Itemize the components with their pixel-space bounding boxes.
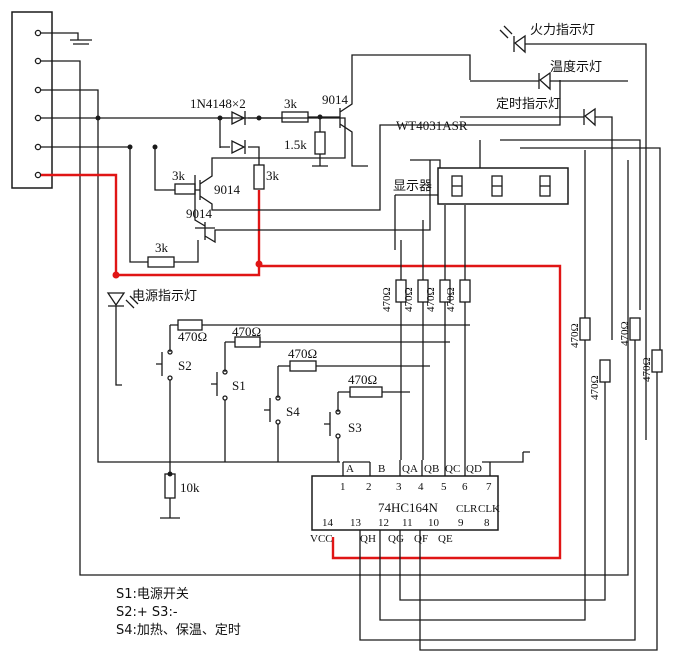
resistor-3k-mid [174, 183, 196, 195]
pin-qe: QE [438, 533, 453, 545]
pin-qd: QD [466, 463, 482, 475]
label-display: 显示器 [393, 179, 432, 194]
label-r3k-c: 3k [172, 168, 186, 183]
label-clr: CLR [456, 503, 478, 515]
r470-s1 [234, 336, 261, 348]
svg-text:6: 6 [462, 481, 468, 493]
wire-pin2 [41, 60, 629, 576]
label-s1: S1 [232, 378, 246, 393]
wire-pin4 [41, 117, 346, 138]
label-r470-v1: 470Ω [381, 287, 393, 312]
side-resistors [359, 150, 663, 651]
resistor-3k-b [253, 164, 265, 190]
resistor-1k5 [314, 131, 326, 155]
svg-text:2: 2 [366, 481, 372, 493]
fire-indicator-led [499, 25, 647, 440]
wire-pin5 [41, 146, 148, 263]
pin-qf: QF [414, 533, 428, 545]
legend-line-3: S4:加热、保温、定时 [116, 623, 241, 638]
label-transistor-top: 9014 [322, 92, 349, 107]
svg-text:8: 8 [484, 517, 490, 529]
svg-text:5: 5 [441, 481, 447, 493]
label-s3: S3 [348, 420, 362, 435]
r470-s3 [349, 386, 383, 398]
label-r470-v5: 470Ω [569, 323, 581, 348]
pin-vcc: VCC [310, 533, 333, 545]
switch-s4 [264, 395, 281, 425]
label-timer-light: 定时指示灯 [496, 97, 561, 112]
power-led [106, 292, 139, 386]
svg-text:7: 7 [486, 481, 492, 493]
svg-text:11: 11 [402, 517, 413, 529]
resistor-3k-a [281, 111, 309, 123]
switch-s1 [211, 369, 228, 401]
switch-s2 [156, 349, 173, 381]
label-display-model: WT4031ASR [396, 118, 468, 133]
label-power-light: 电源指示灯 [132, 289, 197, 304]
label-r470-d: 470Ω [348, 372, 377, 387]
pin-a: A [346, 463, 354, 475]
label-r3k-a: 3k [284, 96, 298, 111]
pin-qg: QG [388, 533, 404, 545]
label-transistor-mid: 9014 [214, 182, 241, 197]
wire-pin3 [41, 89, 340, 463]
timer-indicator-led [460, 107, 613, 340]
label-transistor-low: 9014 [186, 206, 213, 221]
connector-pins [34, 29, 42, 179]
label-r470-b: 470Ω [232, 324, 261, 339]
label-fire-light: 火力指示灯 [530, 23, 595, 38]
svg-text:9: 9 [458, 517, 464, 529]
svg-text:1: 1 [340, 481, 346, 493]
pin-b: B [378, 463, 385, 475]
label-clk: CLK [478, 503, 500, 515]
svg-text:3: 3 [396, 481, 402, 493]
r470-s2 [177, 319, 203, 331]
transistor-mid [199, 80, 561, 211]
legend-line-2: S2:+ S3:- [116, 605, 178, 620]
label-r470-v2: 470Ω [403, 287, 415, 312]
label-r10k: 10k [180, 480, 200, 495]
label-s2: S2 [178, 358, 192, 373]
ground-top [41, 32, 92, 45]
transistor-top [339, 54, 471, 167]
label-r470-v7: 470Ω [619, 321, 631, 346]
label-r470-v8: 470Ω [641, 357, 653, 382]
svg-text:10: 10 [428, 517, 440, 529]
pin-qh: QH [360, 533, 376, 545]
label-r470-v4: 470Ω [445, 287, 457, 312]
label-r470-v6: 470Ω [589, 375, 601, 400]
diode-branch [219, 117, 282, 148]
junction-dots [95, 114, 323, 477]
transistor-low [194, 160, 431, 244]
pin-qc: QC [445, 463, 460, 475]
svg-text:12: 12 [378, 517, 389, 529]
label-r470-c: 470Ω [288, 346, 317, 361]
ic-74hc164 [311, 475, 499, 531]
resistor-3k-d [147, 256, 175, 268]
label-s4: S4 [286, 404, 300, 419]
seven-seg-digits [451, 175, 551, 197]
svg-text:14: 14 [322, 517, 334, 529]
label-temp-light: 温度示灯 [550, 59, 602, 75]
label-r3k-d: 3k [155, 240, 169, 255]
resistor-10k [164, 473, 176, 499]
svg-text:4: 4 [418, 481, 424, 493]
svg-text:13: 13 [350, 517, 362, 529]
temp-indicator-led [470, 71, 628, 91]
switch-s3 [324, 409, 341, 439]
r470-s4 [289, 360, 317, 372]
label-chip: 74HC164N [378, 500, 439, 515]
label-diodes: 1N4148×2 [190, 96, 246, 111]
label-r470-a: 470Ω [178, 329, 207, 344]
label-r3k-b: 3k [266, 168, 280, 183]
pin-qa: QA [402, 463, 418, 475]
pin-qb: QB [424, 463, 439, 475]
connector-block [11, 11, 53, 189]
label-r470-v3: 470Ω [425, 287, 437, 312]
legend-line-1: S1:电源开关 [116, 587, 189, 602]
segment-resistors [395, 205, 471, 460]
label-r1k5: 1.5k [284, 137, 307, 152]
